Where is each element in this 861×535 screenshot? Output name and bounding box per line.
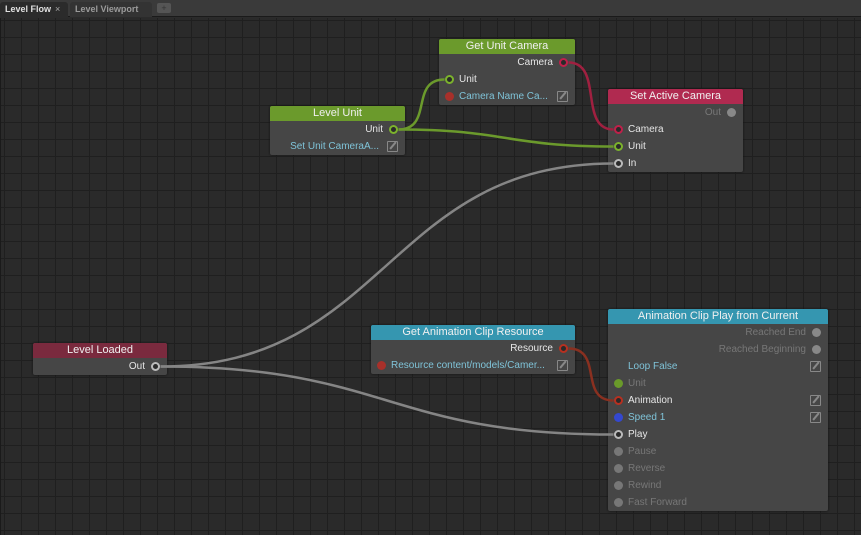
port-label: Out — [128, 361, 145, 372]
port-socket[interactable] — [614, 142, 623, 151]
port-socket[interactable] — [377, 361, 386, 370]
port-socket[interactable] — [559, 344, 568, 353]
port-label: Unit — [459, 74, 477, 85]
port-label: Unit — [365, 124, 383, 135]
port-row-resource: Resource — [371, 340, 575, 357]
port-row-reverse: Reverse — [608, 460, 828, 477]
port-socket[interactable] — [445, 75, 454, 84]
port-label: Rewind — [628, 480, 662, 491]
port-row-animation: Animation — [608, 392, 828, 409]
port-socket[interactable] — [559, 58, 568, 67]
port-label: Reverse — [628, 463, 666, 474]
port-socket[interactable] — [614, 498, 623, 507]
port-row-unit: Unit — [608, 138, 743, 155]
port-row-fast-forward: Fast Forward — [608, 494, 828, 511]
port-row-play: Play — [608, 426, 828, 443]
port-socket[interactable] — [614, 379, 623, 388]
port-label: Set Unit CameraA... — [290, 141, 379, 152]
port-label: Play — [628, 429, 648, 440]
port-socket[interactable] — [614, 159, 623, 168]
port-row-speed-1: Speed 1 — [608, 409, 828, 426]
port-row-in: In — [608, 155, 743, 172]
port-row-out: Out — [33, 358, 167, 375]
port-socket[interactable] — [614, 464, 623, 473]
port-row-resource-content-models-camer: Resource content/models/Camer... — [371, 357, 575, 374]
port-row-out: Out — [608, 104, 743, 121]
new-tab-icon[interactable]: + — [157, 3, 171, 13]
edit-icon[interactable] — [387, 141, 398, 152]
port-label: Resource — [510, 343, 553, 354]
port-label: Unit — [628, 141, 646, 152]
port-row-camera: Camera — [439, 54, 575, 71]
port-label: Reached Beginning — [718, 344, 806, 355]
node-title[interactable]: Get Unit Camera — [439, 39, 575, 54]
port-socket[interactable] — [614, 447, 623, 456]
port-label: Out — [704, 107, 721, 118]
node-title[interactable]: Level Unit — [270, 106, 405, 121]
edit-icon[interactable] — [810, 395, 821, 406]
port-socket[interactable] — [614, 396, 623, 405]
port-label: Resource content/models/Camer... — [391, 360, 545, 371]
port-label: In — [628, 158, 637, 169]
port-socket[interactable] — [614, 430, 623, 439]
node-title[interactable]: Set Active Camera — [608, 89, 743, 104]
port-label: Fast Forward — [628, 497, 687, 508]
port-socket[interactable] — [445, 92, 454, 101]
node-title[interactable]: Animation Clip Play from Current — [608, 309, 828, 324]
port-label: Unit — [628, 378, 646, 389]
edit-icon[interactable] — [810, 361, 821, 372]
port-socket[interactable] — [614, 413, 623, 422]
port-row-unit: Unit — [608, 375, 828, 392]
tab-label: Level Flow — [5, 4, 52, 14]
port-socket[interactable] — [614, 125, 623, 134]
close-icon[interactable]: × — [55, 4, 61, 14]
port-socket[interactable] — [727, 108, 736, 117]
port-row-loop-false: Loop False — [608, 358, 828, 375]
port-row-set-unit-cameraa: Set Unit CameraA... — [270, 138, 405, 155]
tab-level-viewport[interactable]: Level Viewport — [70, 2, 152, 17]
port-row-camera-name-ca: Camera Name Ca... — [439, 88, 575, 105]
port-label: Animation — [628, 395, 673, 406]
port-row-reached-beginning: Reached Beginning — [608, 341, 828, 358]
port-label: Camera — [517, 57, 553, 68]
edit-icon[interactable] — [810, 412, 821, 423]
port-row-unit: Unit — [270, 121, 405, 138]
port-label: Pause — [628, 446, 657, 457]
port-row-camera: Camera — [608, 121, 743, 138]
port-row-reached-end: Reached End — [608, 324, 828, 341]
edit-icon[interactable] — [557, 360, 568, 371]
port-socket[interactable] — [389, 125, 398, 134]
port-row-pause: Pause — [608, 443, 828, 460]
port-socket[interactable] — [614, 481, 623, 490]
port-label: Camera — [628, 124, 664, 135]
tab-level-flow[interactable]: Level Flow× — [0, 2, 68, 17]
port-socket[interactable] — [151, 362, 160, 371]
tab-bar: Level Flow× Level Viewport + — [0, 0, 861, 17]
node-title[interactable]: Get Animation Clip Resource — [371, 325, 575, 340]
tab-label: Level Viewport — [75, 4, 139, 14]
port-row-rewind: Rewind — [608, 477, 828, 494]
edit-icon[interactable] — [557, 91, 568, 102]
port-socket[interactable] — [812, 328, 821, 337]
port-label: Camera Name Ca... — [459, 91, 548, 102]
port-label: Reached End — [745, 327, 806, 338]
node-title[interactable]: Level Loaded — [33, 343, 167, 358]
port-row-unit: Unit — [439, 71, 575, 88]
port-label: Speed 1 — [628, 412, 666, 423]
port-socket[interactable] — [812, 345, 821, 354]
port-label: Loop False — [628, 361, 678, 372]
